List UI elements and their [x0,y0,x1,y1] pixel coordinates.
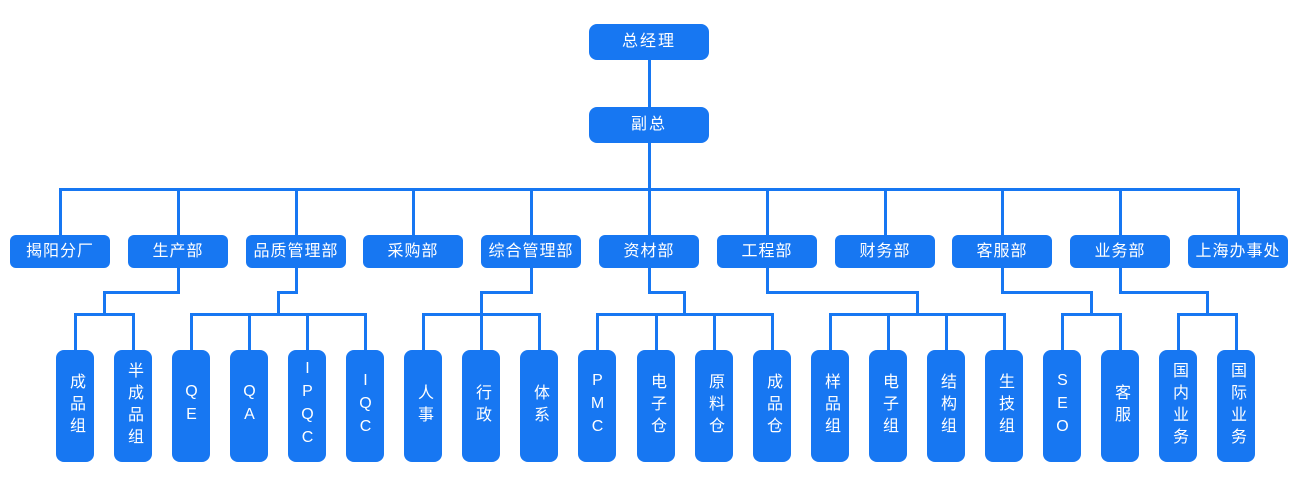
connector-drop-child [770,313,774,350]
connector-group-quality [276,291,280,316]
connector-drop-child [1060,313,1064,350]
org-node-dept-engineering[interactable]: 工程部 [717,235,817,268]
org-node-dept-jieyang-branch[interactable]: 揭阳分厂 [10,235,110,268]
connector-deputy-trunk [647,143,651,191]
org-node-dept-production[interactable]: 生产部 [128,235,228,268]
connector-drop-child [1002,313,1006,350]
connector-group-sales [1205,291,1209,316]
connector-group-production [102,291,106,316]
connector-drop-child [886,313,890,350]
connector-group-customer-service [1000,291,1093,294]
connector-drop-child [1234,313,1238,350]
connector-group-sales [1118,268,1122,294]
org-node-dept-general-admin[interactable]: 综合管理部 [481,235,581,268]
org-node-dept-purchasing[interactable]: 采购部 [363,235,463,268]
org-node-deputy-general-manager[interactable]: 副总 [589,107,709,143]
org-node-team-raw-material-warehouse[interactable]: 原料仓 [695,350,733,462]
connector-group-production [102,291,180,294]
org-node-team-hr[interactable]: 人事 [404,350,442,462]
org-node-team-domestic-business[interactable]: 国内业务 [1159,350,1197,462]
connector-group-materials [683,291,686,316]
org-node-team-finished-goods[interactable]: 成品组 [56,350,94,462]
org-node-team-electronics[interactable]: 电子组 [869,350,907,462]
org-node-team-qe[interactable]: QE [172,350,210,462]
org-node-team-sample[interactable]: 样品组 [811,350,849,462]
org-node-team-structure[interactable]: 结构组 [927,350,965,462]
connector-group-materials [595,313,774,316]
connector-drop-child [247,313,251,350]
org-node-team-seo[interactable]: SEO [1043,350,1081,462]
connector-drop-child [189,313,193,350]
org-node-general-manager[interactable]: 总经理 [589,24,709,60]
org-node-team-customer-service[interactable]: 客服 [1101,350,1139,462]
connector-drop-child [537,313,541,350]
org-node-team-production-tech[interactable]: 生技组 [985,350,1023,462]
connector-group-sales [1176,313,1238,316]
connector-drop-dept [765,188,769,235]
connector-group-engineering [765,291,919,294]
connector-drop-dept [1118,188,1122,235]
connector-group-production [176,268,180,294]
connector-drop-child [654,313,658,350]
connector-drop-dept [883,188,887,235]
connector-drop-child [363,313,367,350]
connector-drop-child [421,313,425,350]
connector-drop-dept [647,188,651,235]
org-node-team-system[interactable]: 体系 [520,350,558,462]
org-node-team-pmc[interactable]: PMC [578,350,616,462]
connector-drop-child [595,313,599,350]
org-node-team-electronics-warehouse[interactable]: 电子仓 [637,350,675,462]
connector-drop-child [828,313,832,350]
connector-drop-dept [411,188,415,235]
org-node-team-administration[interactable]: 行政 [462,350,500,462]
connector-drop-child [712,313,716,350]
org-node-team-semi-finished-goods[interactable]: 半成品组 [114,350,152,462]
connector-group-quality [189,313,367,316]
org-node-team-qa[interactable]: QA [230,350,268,462]
connector-group-quality [294,268,298,294]
connector-group-customer-service [1000,268,1004,294]
connector-root-deputy [647,60,651,107]
connector-drop-child [1176,313,1180,350]
org-node-dept-shanghai-office[interactable]: 上海办事处 [1188,235,1288,268]
org-node-dept-finance[interactable]: 财务部 [835,235,935,268]
connector-group-materials [647,291,686,294]
org-node-dept-materials[interactable]: 资材部 [599,235,699,268]
org-node-team-international-business[interactable]: 国际业务 [1217,350,1255,462]
connector-group-production [73,313,135,316]
org-node-team-finished-warehouse[interactable]: 成品仓 [753,350,791,462]
org-node-team-iqc[interactable]: IQC [346,350,384,462]
connector-drop-dept [294,188,298,235]
connector-group-admin [479,291,533,294]
connector-group-admin [529,268,533,294]
org-node-dept-customer-service[interactable]: 客服部 [952,235,1052,268]
connector-drop-dept [1000,188,1004,235]
connector-drop-child [305,313,309,350]
connector-group-customer-service [1089,291,1093,316]
connector-drop-child [944,313,948,350]
connector-drop-dept [529,188,533,235]
connector-drop-child [1118,313,1122,350]
connector-group-customer-service [1060,313,1122,316]
connector-group-engineering [765,268,769,294]
connector-group-materials [647,268,651,294]
connector-group-engineering [915,291,919,316]
connector-drop-dept [176,188,180,235]
org-node-dept-quality[interactable]: 品质管理部 [246,235,346,268]
connector-drop-dept [58,188,62,235]
connector-drop-child [73,313,77,350]
connector-drop-child [479,313,483,350]
connector-drop-child [131,313,135,350]
connector-group-sales [1118,291,1209,294]
org-node-team-ipqc[interactable]: IPQC [288,350,326,462]
connector-drop-dept [1236,188,1240,235]
org-node-dept-sales[interactable]: 业务部 [1070,235,1170,268]
connector-group-quality [276,291,298,294]
connector-group-engineering [828,313,1006,316]
connector-group-admin [479,291,483,316]
